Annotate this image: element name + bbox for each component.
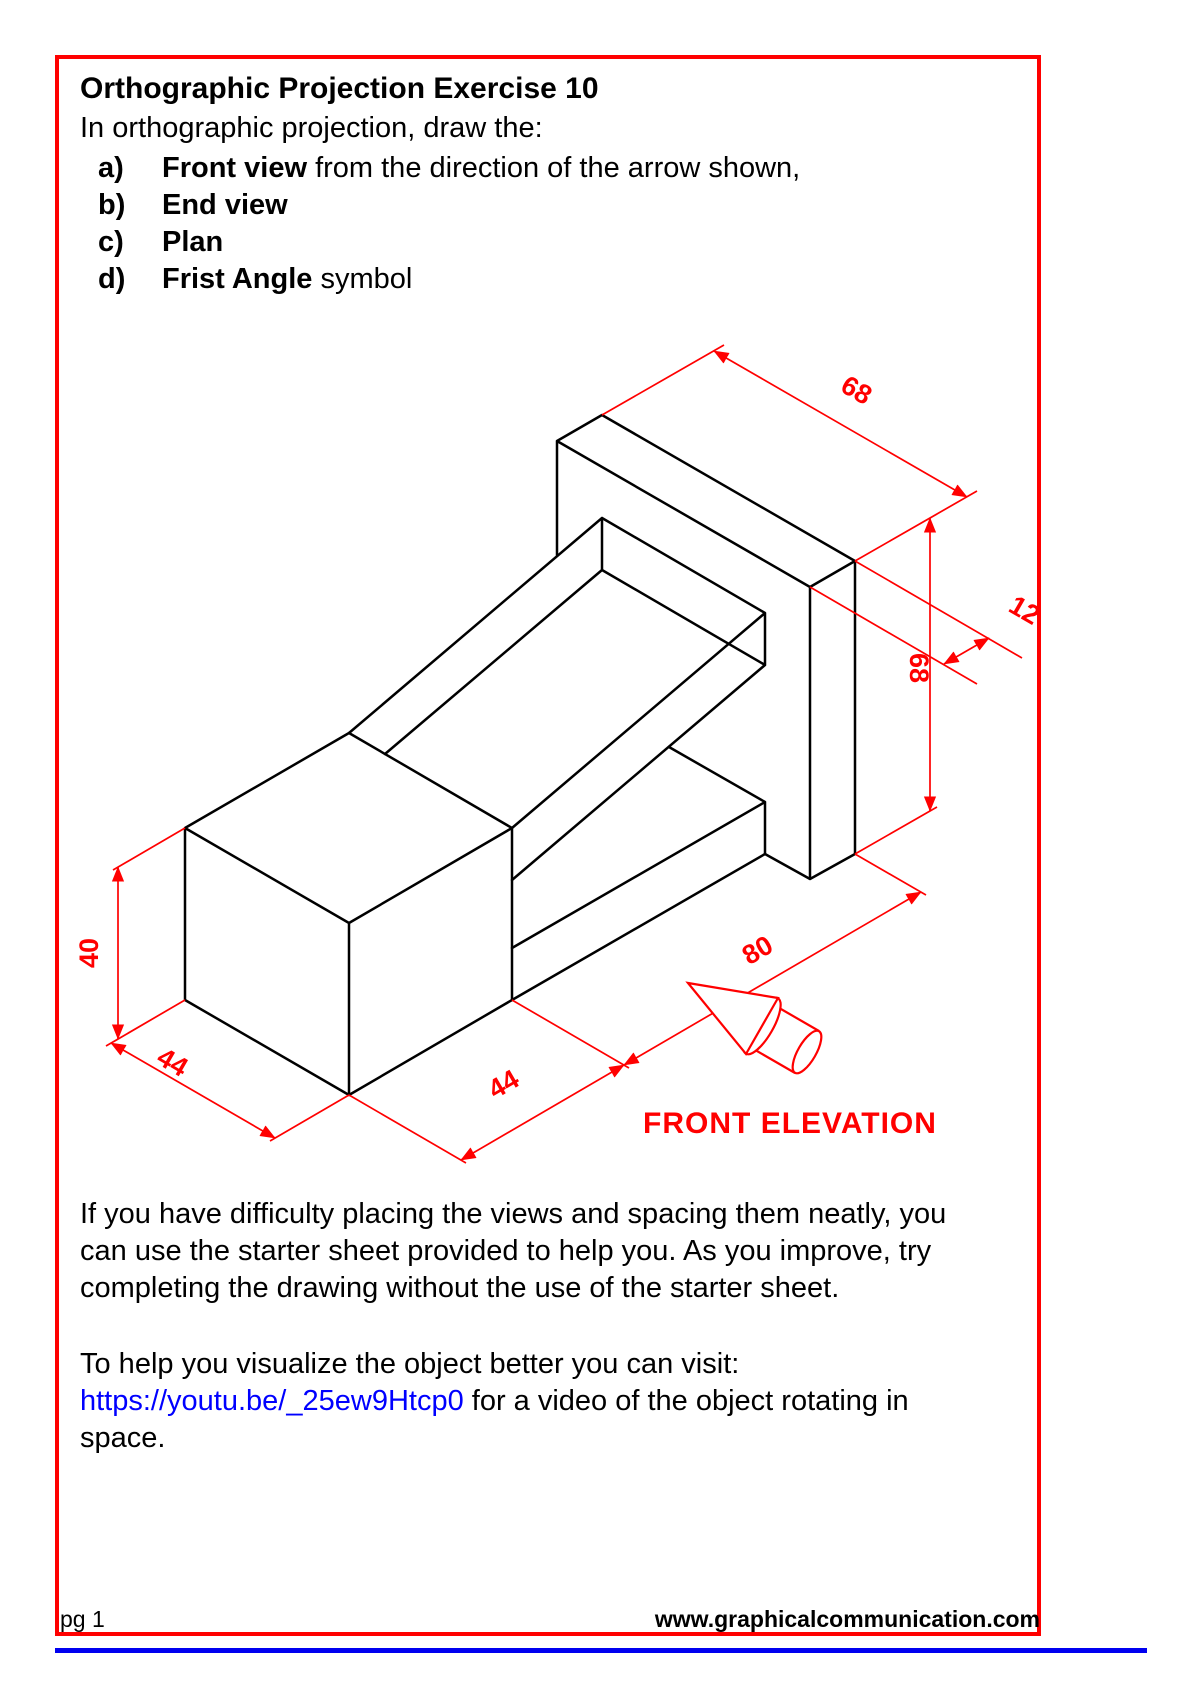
task-label-d: d) bbox=[98, 263, 126, 295]
video-paragraph: To help you visualize the object better … bbox=[80, 1346, 909, 1457]
task-item-c: c) Plan bbox=[98, 224, 800, 261]
link-rest: for a video of the object rotating in bbox=[463, 1385, 909, 1417]
help-line-1: If you have difficulty placing the views… bbox=[80, 1198, 947, 1230]
footer-page-number: pg 1 bbox=[60, 1606, 105, 1632]
task-rest-d: symbol bbox=[312, 263, 413, 295]
task-label-c: c) bbox=[98, 226, 124, 258]
task-bold-c: Plan bbox=[162, 226, 224, 258]
task-rest-a: from the direction of the arrow shown, bbox=[307, 152, 801, 184]
task-bold-a: Front view bbox=[162, 152, 308, 184]
task-item-a: a) Front view from the direction of the a… bbox=[98, 150, 800, 187]
intro-text: In orthographic projection, draw the: bbox=[80, 112, 543, 144]
video-link[interactable]: https://youtu.be/_25ew9Htcp0 bbox=[80, 1385, 464, 1417]
link-line: https://youtu.be/_25ew9Htcp0 for a video… bbox=[80, 1383, 909, 1420]
help-line-2: can use the starter sheet provided to he… bbox=[80, 1235, 932, 1267]
help-line-3: completing the drawing without the use o… bbox=[80, 1272, 840, 1304]
page-border bbox=[55, 55, 1041, 1636]
task-list: a) Front view from the direction of the a… bbox=[98, 150, 800, 298]
task-label-b: b) bbox=[98, 189, 126, 221]
task-bold-d: Frist Angle bbox=[162, 263, 313, 295]
task-item-d: d) Frist Angle symbol bbox=[98, 261, 800, 298]
task-bold-b: End view bbox=[162, 189, 288, 221]
last-line: space. bbox=[80, 1422, 166, 1454]
help-paragraph: If you have difficulty placing the views… bbox=[80, 1196, 946, 1307]
task-item-b: b) End view bbox=[98, 187, 800, 224]
page-title: Orthographic Projection Exercise 10 bbox=[80, 72, 599, 105]
visit-line: To help you visualize the object better … bbox=[80, 1348, 740, 1380]
footer-website: www.graphicalcommunication.com bbox=[654, 1606, 1040, 1632]
bottom-accent-bar bbox=[55, 1648, 1147, 1653]
task-label-a: a) bbox=[98, 152, 124, 184]
